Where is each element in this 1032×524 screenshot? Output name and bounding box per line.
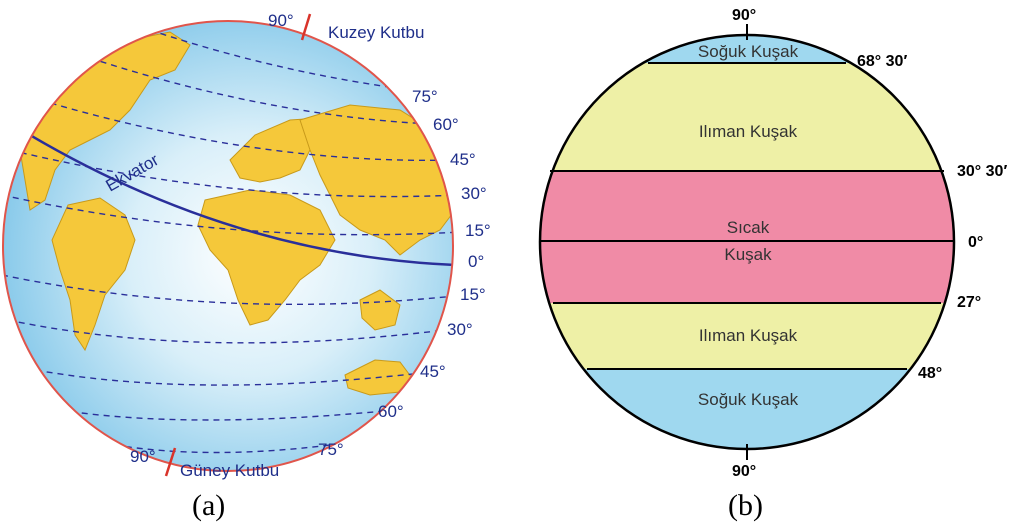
boundary-label-27: 27° — [957, 294, 981, 311]
latitude-label-75s: 75° — [318, 440, 344, 459]
latitude-label-60s: 60° — [378, 402, 404, 421]
latitude-label-0: 0° — [468, 252, 484, 271]
latitude-line-45s — [24, 367, 431, 386]
latitude-label-45n: 45° — [450, 150, 476, 169]
boundary-label-30-30: 30° 30′ — [957, 163, 1007, 180]
latitude-line-45n — [39, 99, 453, 162]
caption-a: (a) — [192, 489, 225, 522]
south-pole-tick — [164, 447, 177, 477]
zone-label-cold-south: Soğuk Kuşak — [698, 390, 799, 409]
north-pole-degree: 90° — [268, 11, 294, 30]
latitude-line-75n — [149, 29, 453, 96]
latitude-label-30s: 30° — [447, 320, 473, 339]
zone-label-cold-north: Soğuk Kuşak — [698, 42, 799, 61]
bottom-degree: 90° — [732, 463, 756, 480]
equator-line — [3, 116, 453, 267]
latitude-label-45s: 45° — [420, 362, 446, 381]
globe-figure: 90° Kuzey Kutbu 90° Güney Kutbu Ekvator … — [2, 11, 491, 522]
latitude-line-60n — [89, 57, 453, 126]
boundary-lines — [540, 62, 954, 370]
latitude-lines — [3, 29, 453, 454]
zone-label-hot-1: Sıcak — [727, 218, 770, 237]
zone-band-temperate-south — [540, 303, 954, 369]
zone-band-cold-south — [540, 369, 954, 449]
boundary-label-68-30: 68° 30′ — [857, 53, 907, 70]
zone-band-temperate-north — [540, 63, 954, 171]
africa-shape — [197, 189, 336, 326]
south-pole-label: Güney Kutbu — [180, 461, 279, 480]
latitude-label-60n: 60° — [433, 115, 459, 134]
south-pole-degree: 90° — [130, 447, 156, 466]
continents — [19, 31, 453, 396]
zone-label-hot-2: Kuşak — [724, 245, 772, 264]
zone-band-hot — [540, 171, 954, 303]
latitude-line-60s — [59, 409, 396, 421]
latitude-label-75n: 75° — [412, 87, 438, 106]
boundary-label-0: 0° — [968, 234, 983, 251]
latitude-label-15s: 15° — [460, 285, 486, 304]
north-pole-label: Kuzey Kutbu — [328, 23, 424, 42]
latitude-line-15n — [3, 194, 453, 236]
latitude-label-30n: 30° — [461, 184, 487, 203]
climate-zones-figure: 90° 90° Soğuk Kuşak Ilıman Kuşak Sıcak K… — [538, 7, 1007, 522]
zone-label-temperate-north: Ilıman Kuşak — [699, 122, 798, 141]
boundary-label-48: 48° — [918, 365, 942, 382]
globe-outline — [2, 20, 454, 472]
caption-b: (b) — [728, 489, 763, 522]
zone-label-temperate-south: Ilıman Kuşak — [699, 326, 798, 345]
latitude-line-15s — [3, 274, 453, 306]
top-degree: 90° — [732, 7, 756, 24]
south-america-shape — [51, 197, 136, 352]
southeast-asia-islands-shape — [359, 289, 401, 331]
latitude-line-75s — [114, 444, 331, 454]
latitude-label-15n: 15° — [465, 221, 491, 240]
north-pole-tick — [300, 13, 312, 41]
